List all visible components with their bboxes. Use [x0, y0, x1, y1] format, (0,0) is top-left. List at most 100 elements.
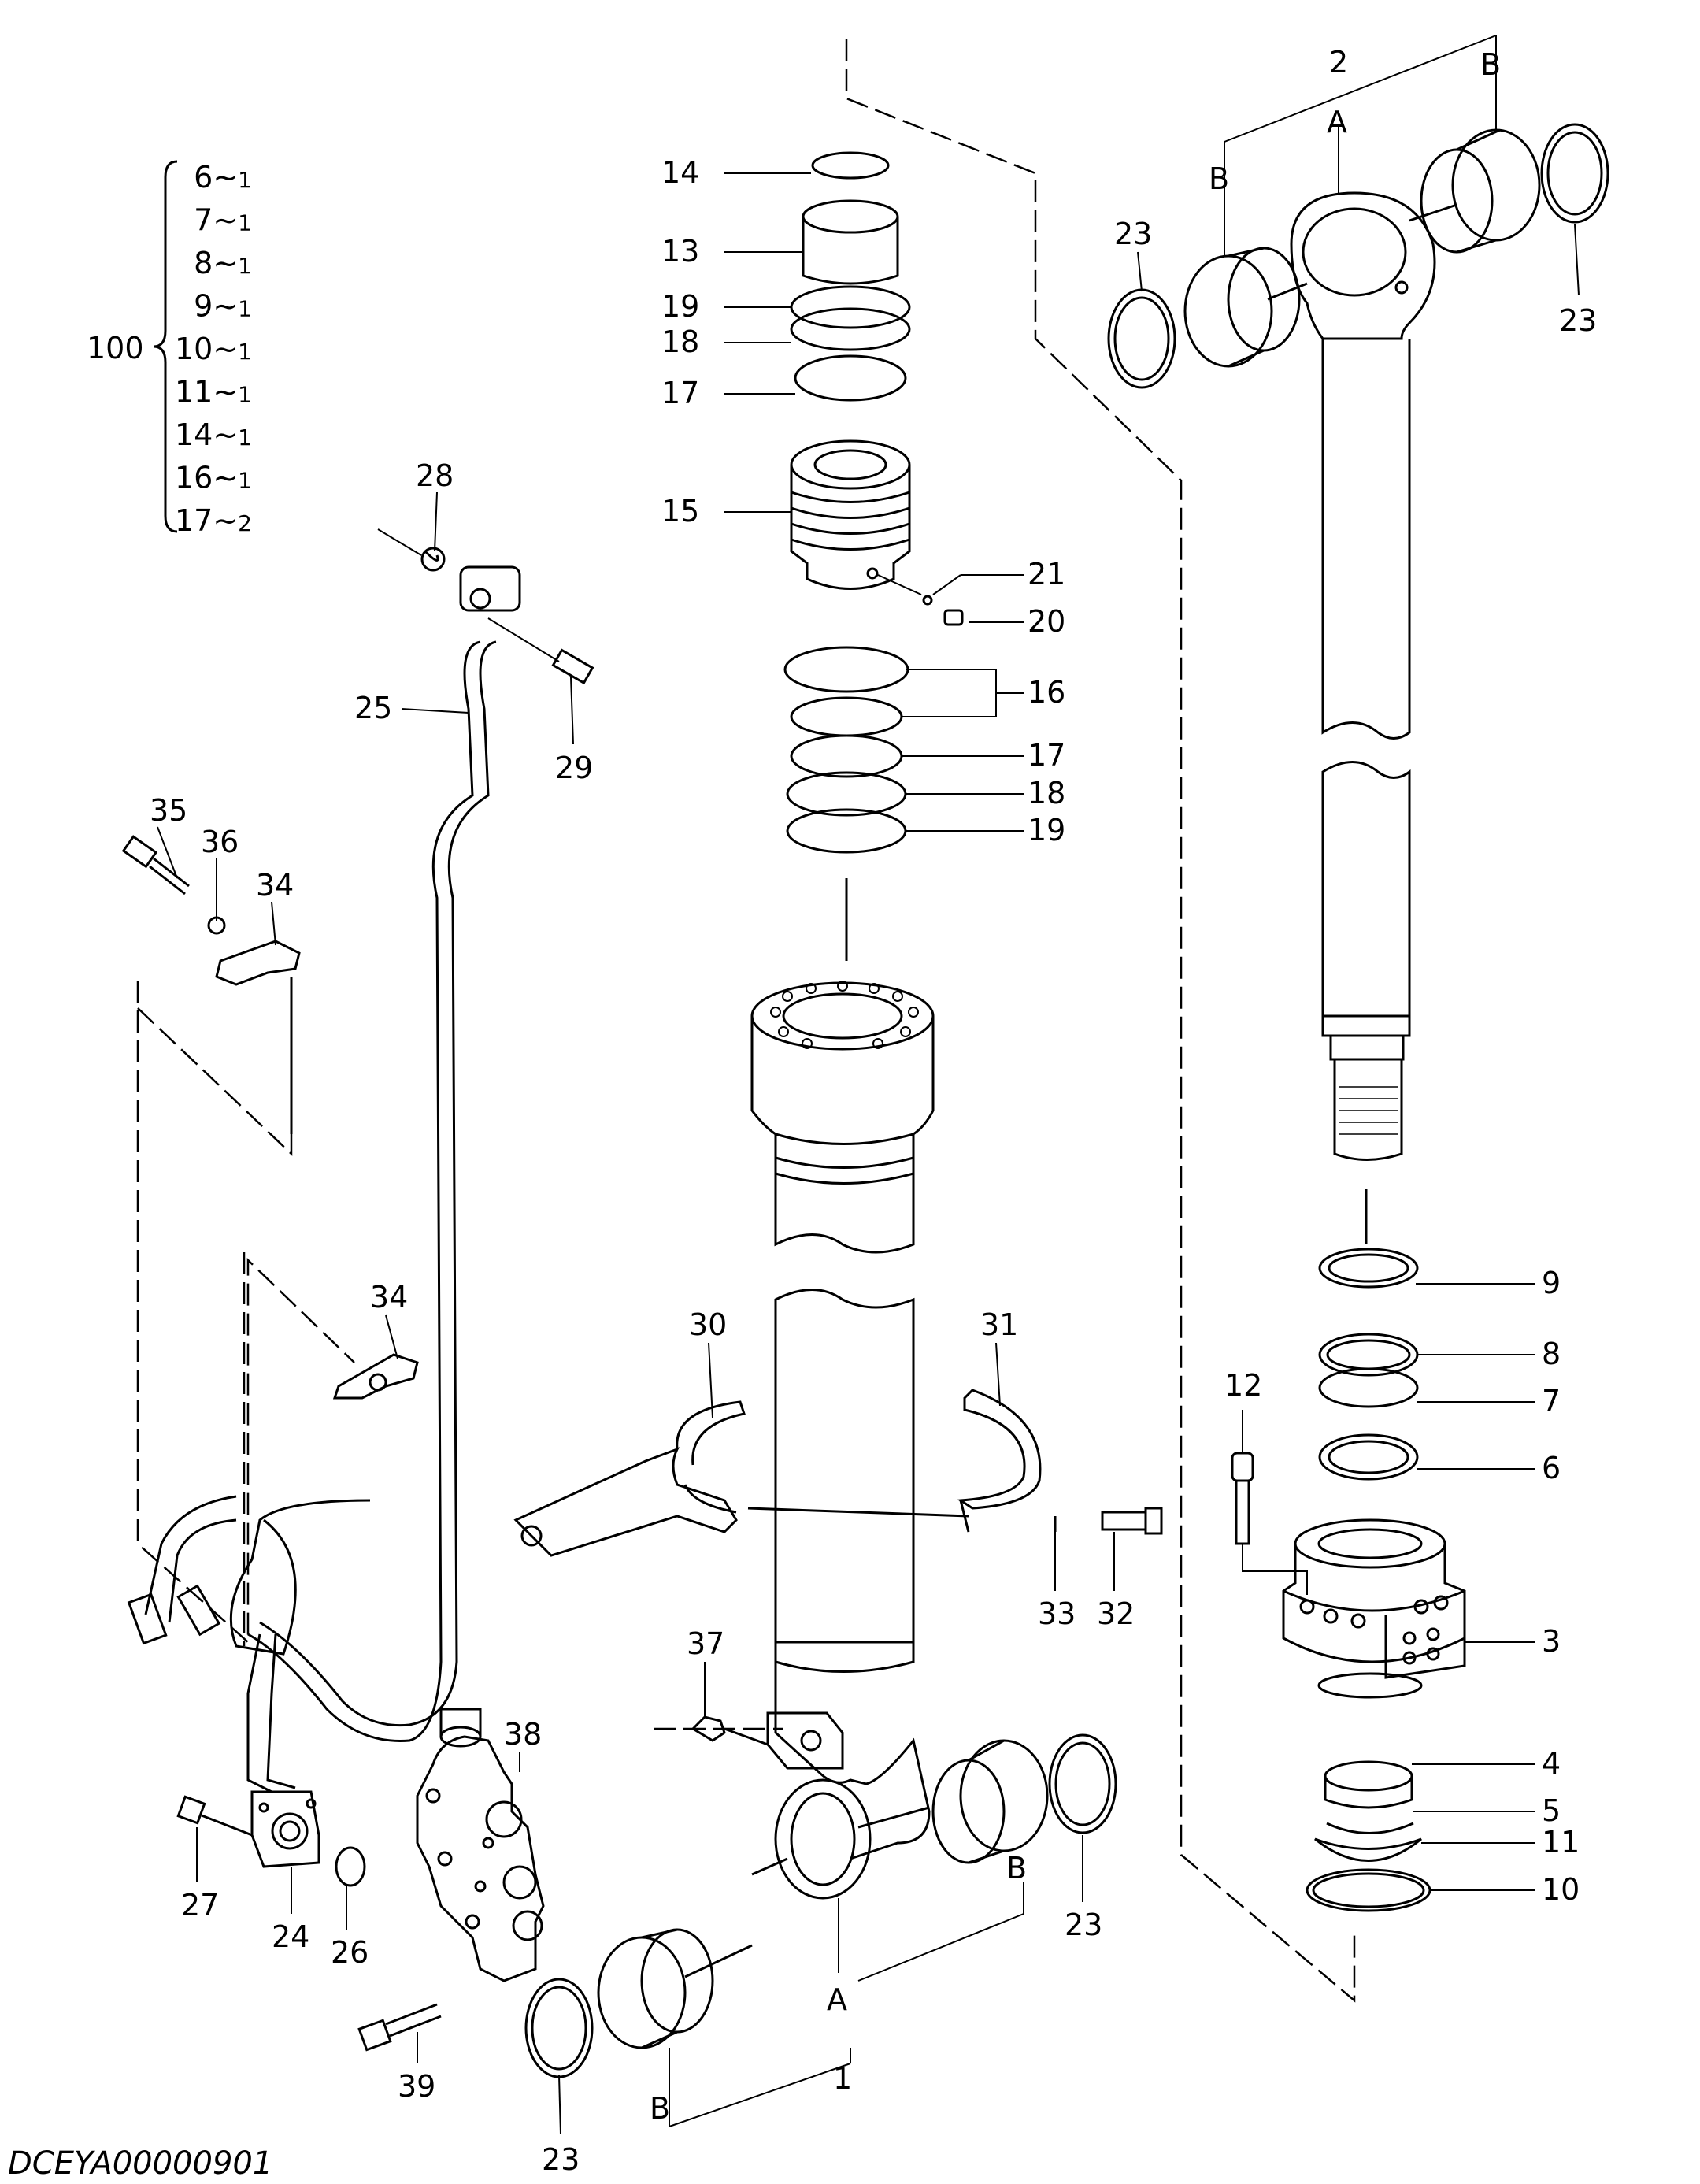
assembly-letter-b-top-left: B: [1209, 161, 1229, 196]
hose-fitting-right: [176, 1584, 221, 1637]
kit-item-separator: ~: [213, 160, 238, 195]
bushing-b-right-upper: [1420, 128, 1541, 254]
callout-35: 35: [150, 793, 187, 828]
kit-item-qty: 1: [238, 253, 252, 279]
callout-2: 2: [1329, 45, 1348, 80]
callout-19-lower: 19: [1028, 813, 1065, 847]
bushing-b-left-upper: [1183, 247, 1301, 368]
seal-23-upper-right: [1540, 123, 1609, 224]
callout-23-c: 23: [542, 2142, 580, 2177]
cylinder-head-15: [790, 439, 911, 590]
rod-thread-lines: [1339, 1086, 1398, 1135]
rod-groove-2: [1329, 1036, 1405, 1061]
callout-32: 32: [1097, 1596, 1135, 1631]
assembly-letter-a-top: A: [1327, 105, 1347, 139]
oring-28-axis: [377, 528, 422, 556]
bushing-13: [802, 199, 899, 285]
bolt-29-axis: [487, 617, 560, 662]
callout-30: 30: [689, 1307, 727, 1342]
guide-line-main: [845, 39, 1356, 2003]
kit-item-number: 9: [194, 289, 213, 324]
tube-bottom-eye: [774, 1778, 872, 1900]
ring-16-a: [783, 646, 909, 693]
callout-34-lower: 34: [370, 1280, 408, 1314]
callout-31: 31: [980, 1307, 1018, 1342]
fitting-37: [691, 1715, 769, 1746]
kit-item-separator: ~: [213, 246, 238, 280]
callout-5: 5: [1542, 1793, 1561, 1828]
pipe-top-fitting: [459, 565, 521, 612]
ring-17-lower: [790, 734, 903, 778]
rod-thread: [1333, 1059, 1403, 1161]
plug-20: [943, 609, 964, 626]
piston-rod-assembly: [1107, 123, 1609, 1912]
kit-item-qty: 1: [238, 425, 252, 451]
pipe-hose-loop: [229, 1499, 371, 1656]
bolt-35: [121, 835, 190, 895]
ring-6: [1318, 1433, 1419, 1481]
bolt-27: [176, 1795, 253, 1837]
kit-item-qty: 1: [238, 210, 252, 236]
kit-item-separator: ~: [213, 375, 238, 410]
callout-21: 21: [1028, 557, 1065, 591]
clamp-34-lower: [332, 1353, 419, 1400]
rod-eye-bore: [1302, 207, 1407, 297]
callout-23-b: 23: [1559, 303, 1597, 338]
seal-17-upper: [794, 354, 907, 402]
kit-item-separator: ~: [213, 461, 238, 495]
callout-14: 14: [661, 155, 699, 190]
callout-18-upper: 18: [661, 324, 699, 359]
kit-item-6: 6~1: [194, 160, 252, 195]
pipe-25-inner: [247, 640, 481, 1742]
guide-line-clamp: [137, 1007, 293, 1156]
kit-item-qty: 1: [238, 468, 252, 494]
callout-24: 24: [272, 1919, 309, 1954]
callout-9: 9: [1542, 1266, 1561, 1300]
pipe-25-outer: [259, 640, 497, 1727]
kit-item-qty: 2: [238, 510, 252, 536]
piston-3: [1282, 1518, 1466, 1699]
oring-28-ring: [420, 547, 446, 572]
callout-17-lower: 17: [1028, 738, 1065, 773]
kit-item-7: 7~1: [194, 203, 252, 238]
ring-16-b: [790, 696, 903, 737]
kit-item-number: 8: [194, 246, 213, 280]
kit-item-separator: ~: [213, 203, 238, 238]
bushing-b-left-lower: [597, 1928, 714, 2049]
ring-11: [1314, 1837, 1422, 1862]
kit-item-9: 9~1: [194, 289, 252, 324]
kit-item-qty: 1: [238, 167, 252, 193]
oring-26: [335, 1846, 366, 1887]
head-assembly: [783, 151, 964, 961]
callout-23-d: 23: [1065, 1908, 1102, 1942]
kit-item-separator: ~: [213, 332, 238, 366]
callouts: 14 13 19 18 17 15 21 20 16 17 18 19 2 A …: [150, 45, 1597, 2177]
oring-28: [424, 550, 439, 562]
callout-12: 12: [1224, 1368, 1262, 1403]
seal-23-upper-left: [1107, 288, 1176, 389]
kit-item-number: 17: [175, 503, 213, 538]
callout-33: 33: [1038, 1596, 1076, 1631]
cylinder-tube: [750, 981, 935, 1900]
ring-4: [1324, 1760, 1413, 1809]
callout-26: 26: [331, 1935, 369, 1970]
clamp-30: [513, 1400, 746, 1557]
callout-28: 28: [416, 458, 454, 493]
kit-label: 100: [87, 331, 144, 365]
callout-11: 11: [1542, 1825, 1580, 1860]
assembly-letter-b-bottom-right: B: [1006, 1851, 1027, 1886]
rod-eye-grease-hole: [1394, 280, 1409, 295]
pipe-assembly: [127, 528, 594, 1887]
callout-37: 37: [687, 1626, 724, 1661]
callout-29: 29: [555, 751, 593, 785]
kit-item-11: 11~1: [175, 375, 252, 410]
leader-21-line: [877, 574, 922, 595]
callout-27: 27: [181, 1888, 219, 1923]
kit-item-qty: 1: [238, 339, 252, 365]
kit-item-qty: 1: [238, 296, 252, 322]
clamps: [513, 1389, 1163, 1557]
pin-axis-left: [1267, 282, 1308, 301]
callout-34-upper: 34: [256, 868, 294, 903]
kit-item-qty: 1: [238, 382, 252, 408]
